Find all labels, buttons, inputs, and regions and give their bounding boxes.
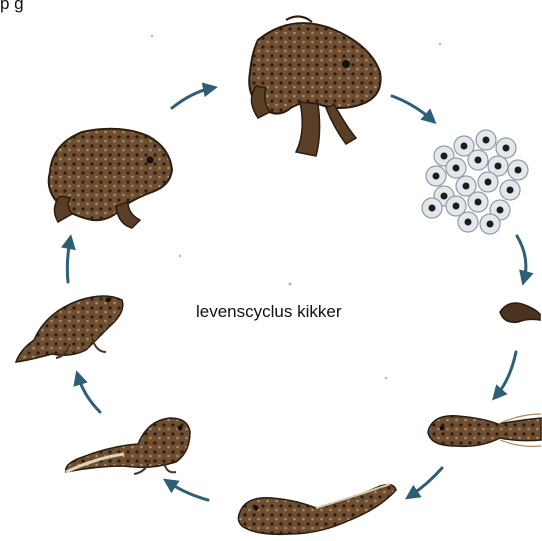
froglet-illustration: [16, 296, 123, 362]
arrow-young-tadpole-to-tadpole: [410, 468, 442, 496]
tadpole-with-legs-illustration: [66, 418, 190, 474]
embryo-illustration: [500, 303, 540, 322]
frogspawn-illustration: [422, 130, 528, 234]
young-tadpole-illustration: [428, 414, 541, 446]
arrow-froglet-to-young-frog: [67, 240, 70, 282]
arrow-tadpole-to-legs: [168, 482, 208, 500]
arrow-adult-to-spawn: [392, 96, 432, 120]
arrow-embryo-to-young-tadpole: [496, 352, 516, 396]
arrow-young-frog-to-adult: [172, 88, 212, 108]
adult-frog-illustration: [249, 16, 380, 156]
arrow-spawn-to-embryo: [517, 236, 526, 280]
arrow-legs-to-froglet: [78, 376, 100, 412]
young-frog-illustration: [49, 129, 172, 228]
tadpole-illustration: [238, 484, 396, 534]
diagram-title: levenscyclus kikker: [196, 302, 356, 322]
